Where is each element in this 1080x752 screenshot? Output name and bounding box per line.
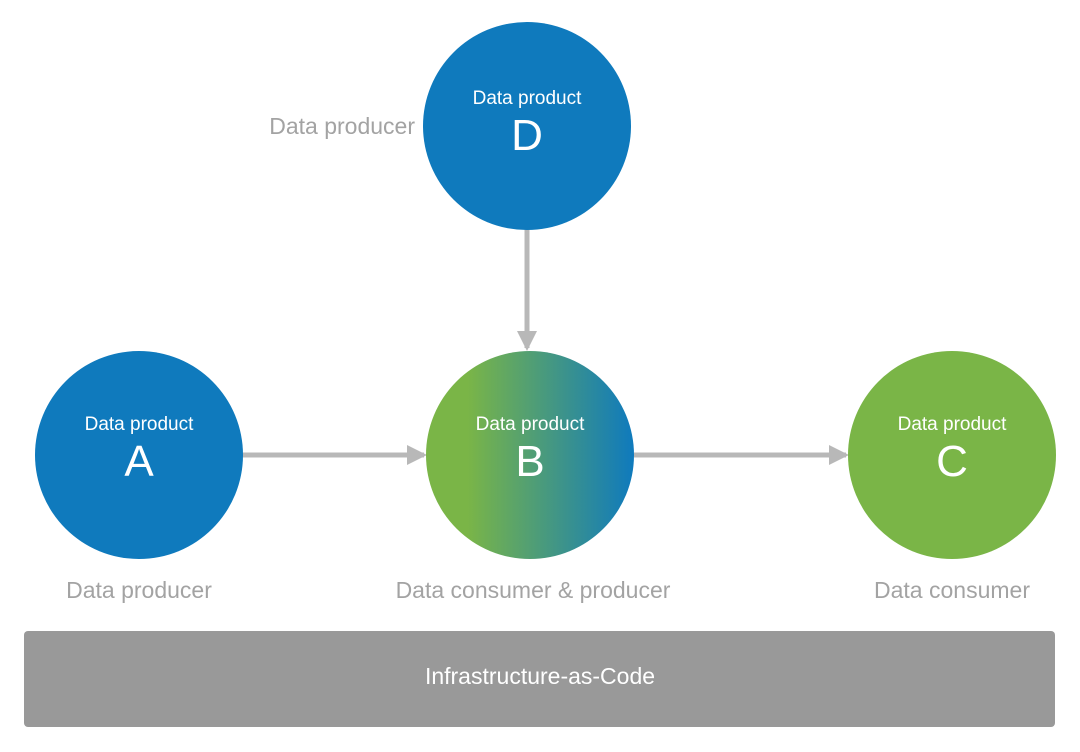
node-a-letter: A	[124, 437, 154, 486]
node-b[interactable]: Data product B	[426, 351, 634, 559]
node-b-circle	[426, 351, 634, 559]
node-a-subtitle: Data product	[85, 414, 195, 435]
infrastructure-bar[interactable]: Infrastructure-as-Code	[24, 631, 1055, 727]
node-b-subtitle: Data product	[476, 414, 586, 435]
node-d[interactable]: Data product D	[423, 22, 631, 230]
node-c-circle	[848, 351, 1056, 559]
infrastructure-bar-rect	[24, 631, 1055, 727]
node-d-letter: D	[511, 111, 543, 160]
node-c-subtitle: Data product	[898, 414, 1008, 435]
node-c-letter: C	[936, 437, 968, 486]
node-b-letter: B	[515, 437, 544, 486]
node-d-circle	[423, 22, 631, 230]
node-a-circle	[35, 351, 243, 559]
node-c[interactable]: Data product C	[848, 351, 1056, 559]
node-d-subtitle: Data product	[473, 88, 583, 109]
node-a-role: Data producer	[66, 577, 212, 603]
node-d-role: Data producer	[269, 113, 415, 139]
node-a[interactable]: Data product A	[35, 351, 243, 559]
node-c-role: Data consumer	[874, 577, 1030, 603]
node-b-role: Data consumer & producer	[396, 577, 671, 603]
infrastructure-label: Infrastructure-as-Code	[425, 663, 655, 689]
